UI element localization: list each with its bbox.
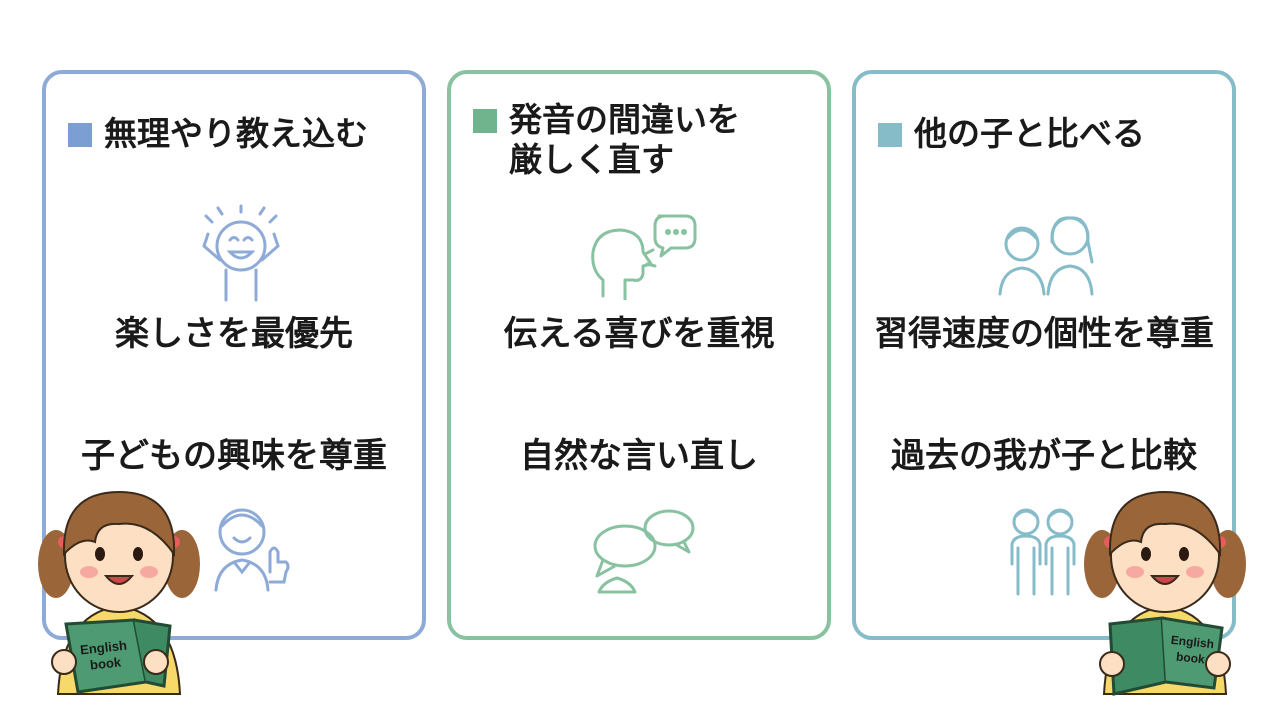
column-heading: 無理やり教え込む [68,114,408,154]
girl-reading-book-left: English book [38,490,200,695]
thumbs-up-child-icon [214,508,290,592]
square-bullet-icon [68,123,92,147]
book-subtitle: book [1175,650,1205,667]
column-card-2: 発音の間違いを 厳しく直す 伝える喜びを重視 自然な言い直し [447,70,831,640]
column-item: 過去の我が子と比較 [891,436,1197,476]
smiling-child-icon [202,204,280,302]
column-item: 楽しさを最優先 [115,314,353,354]
column-heading: 他の子と比べる [878,114,1218,154]
two-kids-icon [998,216,1094,296]
square-bullet-icon [878,123,902,147]
child-pair-icon [1010,508,1076,596]
book-title: English [79,638,127,658]
girl-reading-book-right: English book [1084,490,1246,696]
column-item: 伝える喜びを重視 [503,314,775,354]
speaking-head-icon [591,214,697,300]
book-title: English [1170,633,1215,651]
book-subtitle: book [89,654,122,672]
conversation-bubbles-icon [593,509,695,594]
column-item: 自然な言い直し [520,436,758,476]
column-item: 習得速度の個性を尊重 [874,314,1214,354]
column-item: 子どもの興味を尊重 [81,436,387,476]
square-bullet-icon [473,109,497,133]
column-heading: 発音の間違いを 厳しく直す [473,100,813,180]
